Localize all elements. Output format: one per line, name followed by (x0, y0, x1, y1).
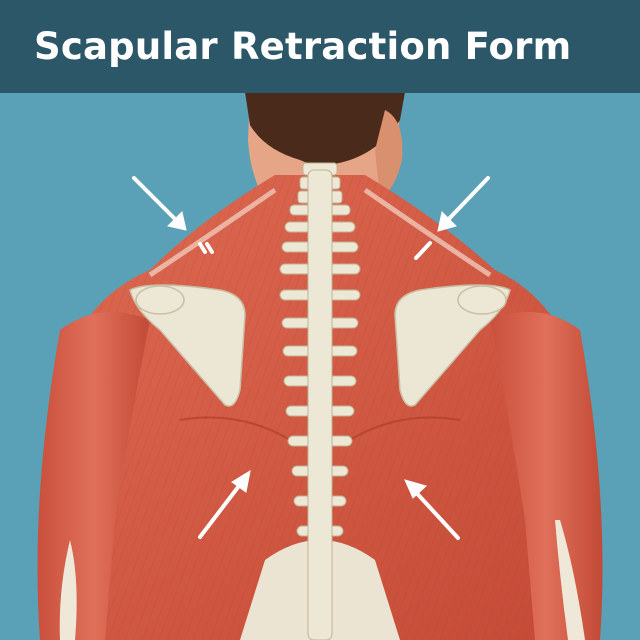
ear-jaw (375, 110, 403, 198)
right-scapula (394, 284, 511, 407)
head (245, 92, 405, 200)
left-elbow-tendon (59, 540, 77, 640)
arrow-lower-left-icon (198, 469, 251, 539)
arrow-upper-right-icon (437, 176, 490, 232)
spine (279, 162, 361, 640)
arrows (132, 176, 490, 540)
arrow-upper-left-icon (132, 176, 187, 231)
arrow-lower-right-icon (404, 479, 460, 540)
left-scapula (129, 284, 246, 407)
tick-mark-left-2 (205, 242, 214, 254)
tick-mark-right (414, 241, 432, 260)
right-elbow-tendon (555, 520, 585, 640)
arms (37, 312, 603, 640)
page-title: Scapular Retraction Form (34, 25, 572, 68)
hair (245, 92, 405, 165)
tick-mark-left (198, 242, 207, 254)
title-banner: Scapular Retraction Form (0, 0, 640, 93)
